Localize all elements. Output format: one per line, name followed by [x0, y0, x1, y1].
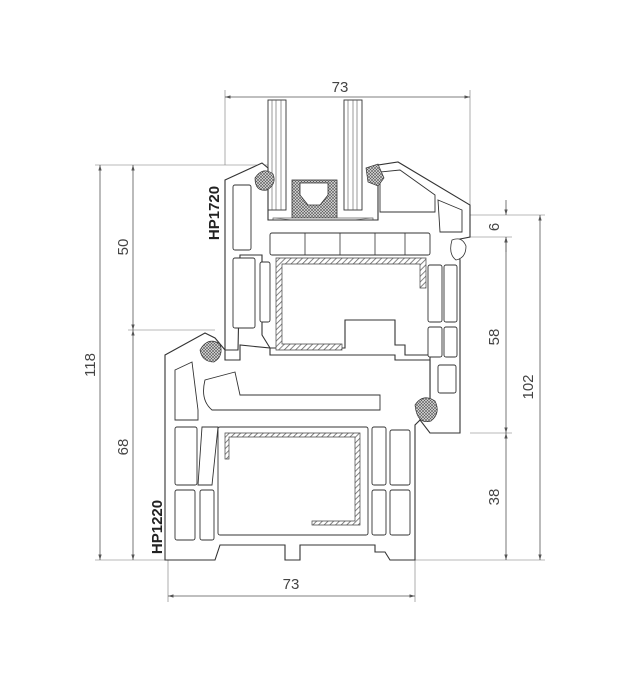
sash-profile	[224, 161, 471, 434]
dim-frame-lower: 68	[115, 439, 132, 456]
dimension-lines	[98, 95, 542, 598]
frame-gasket	[199, 340, 222, 363]
sash-steel-reinforcement	[275, 257, 427, 351]
dim-sash-upper: 50	[115, 239, 132, 256]
frame-profile-label: HP1220	[149, 500, 166, 554]
dim-overall-right: 102	[520, 374, 537, 399]
frame-profile	[164, 332, 438, 561]
dim-sash-height: 58	[486, 329, 503, 346]
dim-glazing-offset: 6	[486, 223, 503, 231]
sash-profile-label: HP1720	[206, 186, 223, 240]
dim-frame-width: 73	[283, 576, 300, 593]
dim-total-height: 118	[82, 353, 99, 377]
extension-lines	[95, 90, 545, 602]
glazing	[267, 99, 374, 229]
frame-steel-reinforcement	[224, 432, 361, 526]
dim-frame-right: 38	[486, 489, 503, 506]
dim-sash-width: 73	[332, 79, 349, 96]
sash-gasket	[254, 170, 275, 191]
